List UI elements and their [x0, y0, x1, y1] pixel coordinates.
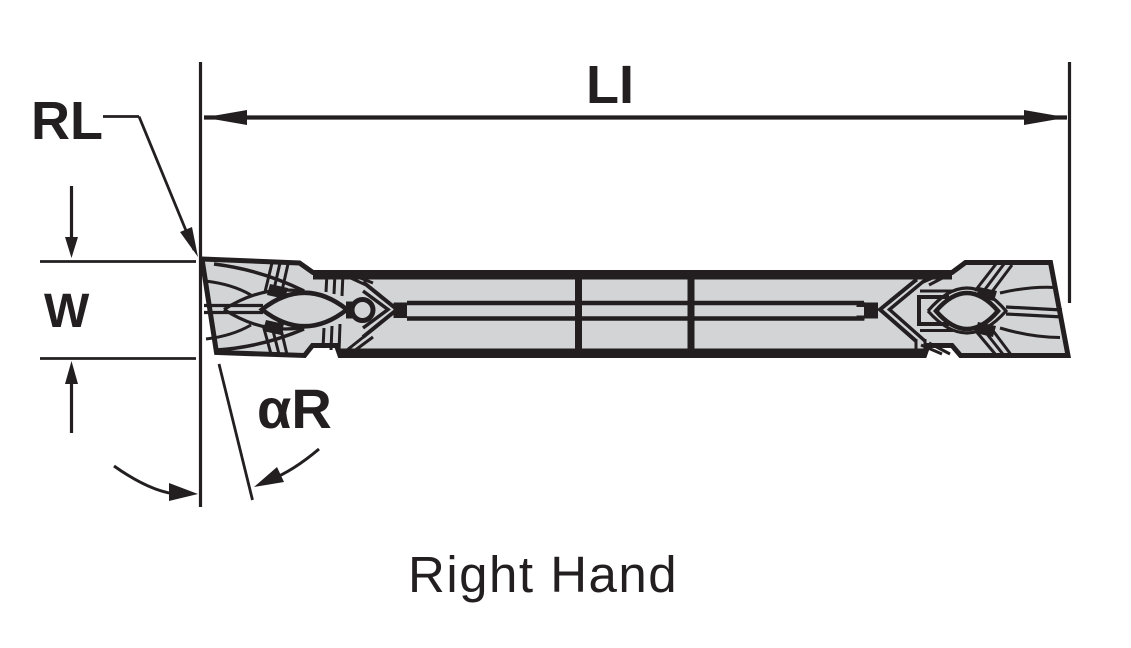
left-hatch-top-1	[263, 262, 274, 293]
rl-leader-diagonal	[137, 115, 196, 251]
w-arrowhead-bottom	[65, 361, 78, 384]
extension-lines	[40, 62, 1072, 507]
left-neck-line-bottom-1	[321, 327, 326, 349]
left-neck-line-top-2	[332, 272, 337, 295]
w-dimension: W	[44, 186, 90, 433]
right-outer-lens	[926, 286, 1009, 335]
left-diagonal-top-1	[341, 272, 367, 287]
left-diagonal-top-2	[349, 272, 374, 285]
left-head-details	[204, 262, 407, 356]
left-groove-connector	[393, 302, 407, 318]
right-hatch-bottom-1	[973, 329, 998, 356]
right-head-details	[856, 263, 1064, 357]
li-dimension: LI	[204, 55, 1067, 125]
right-hatch-bottom-3	[989, 327, 1014, 357]
left-screw-hole	[349, 297, 376, 323]
rl-arrowhead	[180, 227, 198, 257]
li-arrowhead-left	[204, 110, 247, 125]
caption: Right Hand	[408, 546, 678, 603]
right-center-line-upper	[1005, 305, 1063, 312]
left-upper-contour	[204, 279, 252, 297]
li-arrowhead-right	[1024, 110, 1067, 125]
right-groove-connector	[864, 302, 878, 319]
angle-dimension: αR	[113, 377, 332, 501]
left-junction-patch-bottom	[263, 320, 284, 335]
right-diagonal-top-1	[928, 272, 951, 287]
left-diagonal-bottom-1	[341, 333, 367, 356]
w-label: W	[44, 285, 90, 338]
right-chevron-inner	[886, 278, 927, 343]
left-neck-line-top-1	[324, 272, 329, 293]
insert-body	[199, 256, 1072, 359]
right-diagonal-bottom-2	[920, 343, 943, 356]
left-neck-line-bottom-2	[329, 325, 334, 351]
left-lower-contour	[205, 323, 252, 341]
right-chevron-outer	[876, 278, 918, 343]
alpha-r-label: αR	[257, 377, 332, 440]
rl-label: RL	[31, 91, 103, 151]
right-fan-bottom	[999, 326, 1061, 339]
left-neck-line-top-3	[340, 272, 345, 297]
right-connector-nub-bottom	[856, 315, 865, 321]
angle-arrowhead-right	[254, 467, 284, 487]
left-junction-patch-top	[267, 284, 288, 299]
right-connector-nub-top	[856, 302, 865, 307]
right-fan-top	[999, 285, 1057, 295]
right-hatch-top-1	[973, 263, 998, 292]
left-neck-line-bottom-3	[337, 323, 342, 353]
right-junction-patch-bottom	[975, 322, 996, 337]
rl-leader: RL	[31, 91, 198, 257]
w-arrowhead-top	[65, 237, 78, 258]
left-bottom-sweep	[216, 327, 305, 352]
right-junction-patch-top	[976, 287, 997, 301]
right-diagonal-top-2	[920, 272, 943, 285]
right-clamp-lens	[933, 290, 1001, 332]
front-angle-extension-line	[217, 363, 254, 501]
right-hatch-top-3	[989, 264, 1014, 294]
right-center-line-lower	[1005, 312, 1064, 319]
left-chevron-inner	[361, 289, 391, 330]
left-top-sweep	[213, 262, 305, 293]
right-diagonal-bottom-1	[928, 341, 951, 356]
angle-arrowhead-left	[169, 483, 198, 501]
li-label: LI	[586, 55, 634, 115]
left-diagonal-bottom-2	[349, 335, 374, 356]
right-hatch-top-2	[981, 263, 1006, 293]
